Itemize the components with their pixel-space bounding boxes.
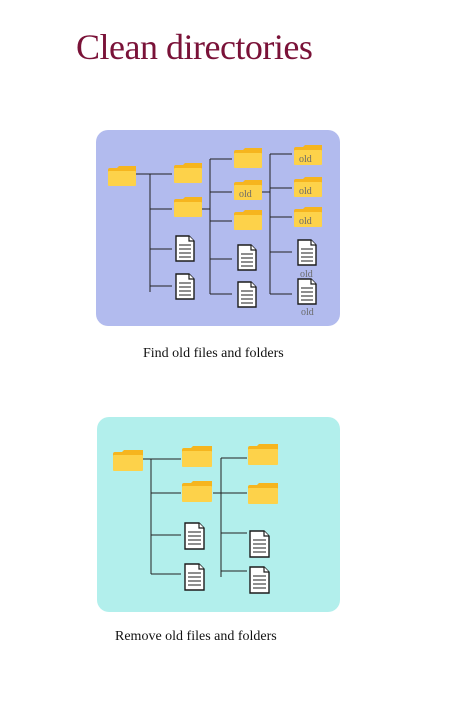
document-icon xyxy=(175,235,195,262)
folder-icon xyxy=(182,481,212,502)
document-icon xyxy=(175,273,195,300)
old-label: old xyxy=(299,154,312,165)
old-label: old xyxy=(299,216,312,227)
before-tree-diagram: old old old old old old xyxy=(108,145,322,318)
folder-icon-old xyxy=(234,180,262,200)
old-label: old xyxy=(301,307,314,318)
folder-icon xyxy=(113,450,143,471)
folder-icon xyxy=(174,197,202,217)
folder-icon-old xyxy=(294,207,322,227)
document-icon xyxy=(249,530,270,558)
before-tree-panel: old old old old old old xyxy=(96,130,340,326)
before-caption: Find old files and folders xyxy=(143,346,284,361)
document-icon xyxy=(237,281,257,308)
document-icon xyxy=(237,244,257,271)
folder-icon xyxy=(174,163,202,183)
after-tree-panel xyxy=(97,417,340,612)
after-caption: Remove old files and folders xyxy=(115,629,277,644)
document-icon-old xyxy=(297,278,317,305)
document-icon xyxy=(249,566,270,594)
old-label: old xyxy=(239,189,252,200)
old-label: old xyxy=(300,269,313,280)
folder-icon xyxy=(248,483,278,504)
folder-icon-old xyxy=(294,145,322,165)
page-title: Clean directories xyxy=(76,27,313,67)
folder-icon-old xyxy=(294,177,322,197)
after-tree-diagram xyxy=(113,444,278,594)
tree-connector-lines xyxy=(136,153,292,295)
document-icon xyxy=(184,522,205,550)
folder-icon xyxy=(234,148,262,168)
folder-icon xyxy=(248,444,278,465)
document-icon-old xyxy=(297,239,317,266)
document-icon xyxy=(184,563,205,591)
folder-icon xyxy=(182,446,212,467)
folder-icon xyxy=(108,166,136,186)
tree-connector-lines xyxy=(143,457,247,577)
old-label: old xyxy=(299,186,312,197)
folder-icon xyxy=(234,210,262,230)
